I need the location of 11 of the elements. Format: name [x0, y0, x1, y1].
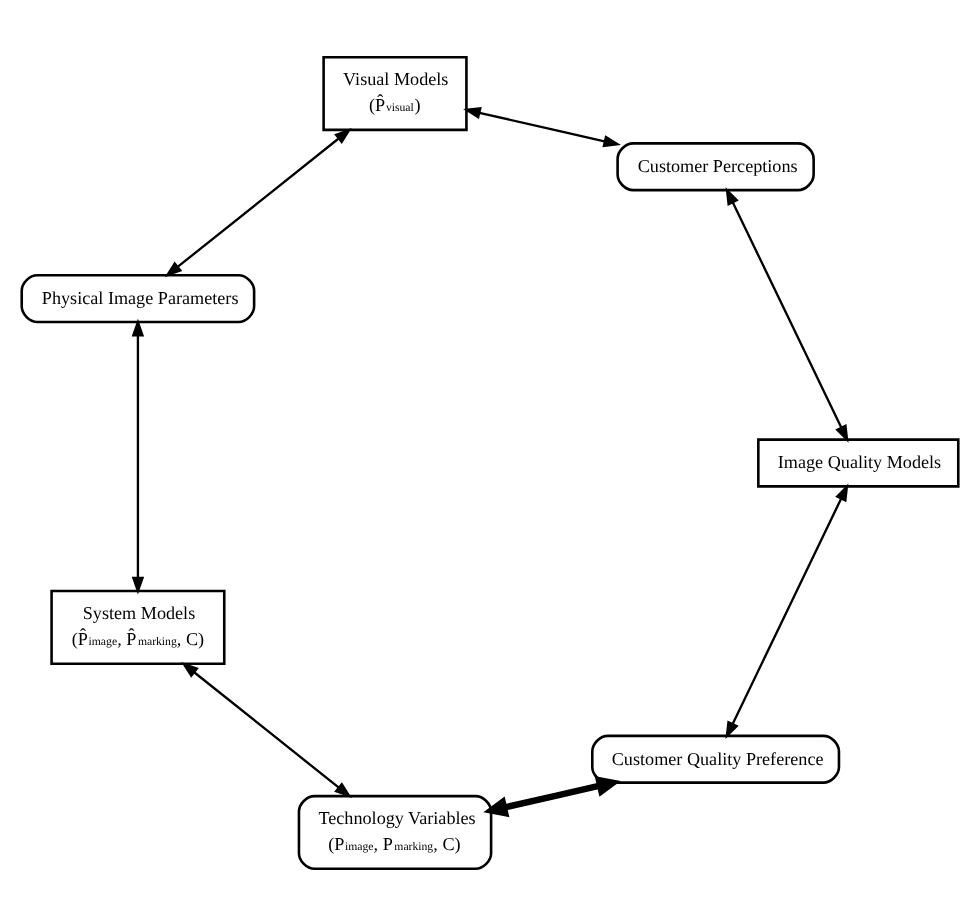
node-box: Physical Image Parameters	[20, 272, 256, 323]
arrow	[164, 127, 352, 277]
arrow	[181, 660, 352, 797]
node-box: Image Quality Models	[757, 437, 960, 487]
node-box: Customer Quality Preference	[591, 733, 841, 783]
arrow	[463, 106, 621, 147]
arrow	[483, 774, 621, 817]
arrow	[725, 186, 849, 442]
node-box: Customer Perceptions	[616, 141, 815, 191]
arrow	[725, 482, 849, 739]
arrow	[131, 317, 145, 594]
